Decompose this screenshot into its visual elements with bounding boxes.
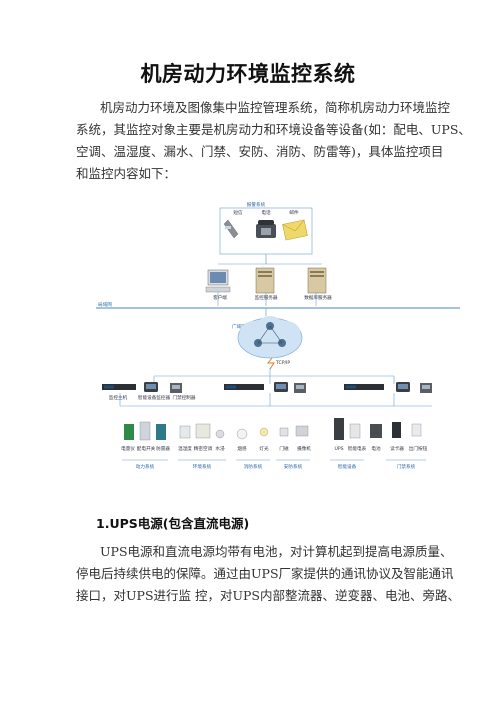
group-label-access: 门禁系统 — [397, 463, 416, 470]
sensor-label: 摄像机 — [297, 445, 311, 452]
lightning-icon — [266, 357, 275, 370]
light-icon — [259, 427, 269, 437]
server-label-database: 数据库服务器 — [304, 294, 332, 301]
intro-line: 机房动力环境及图像集中监控管理系统，简称机房动力环境监控 — [100, 100, 451, 115]
sensor-label: 读卡器 — [390, 445, 404, 452]
sensor-label: 配电开关 — [137, 445, 156, 452]
client-computer-icon — [205, 269, 231, 293]
monitor-host-icon — [102, 384, 136, 390]
sensor-label: 出门按钮 — [409, 445, 428, 452]
ups-line: 停电后持续供电的保障。通过由UPS厂家提供的通讯协议及智能通讯 — [76, 566, 454, 581]
alarm-label-email: 邮件 — [289, 209, 299, 216]
tcp-ip-label: TCP/IP — [275, 360, 290, 366]
monitor-server-icon — [255, 267, 275, 294]
smart-device-monitor-icon — [144, 382, 158, 392]
server-label-client: 客户端 — [213, 294, 227, 301]
sensor-label: 精密空调 — [194, 445, 213, 452]
door-magnet-icon — [279, 427, 289, 437]
group-label-smart: 智能设备 — [338, 463, 357, 470]
group-label-fire: 消防系统 — [244, 463, 263, 470]
camera-icon — [295, 425, 309, 437]
group-label-power: 动力系统 — [136, 463, 155, 470]
wan-label: 广域网 — [232, 323, 246, 330]
lan-label: 局域网 — [98, 301, 112, 308]
distribution-switch-icon — [139, 421, 151, 441]
intro-line: 和监控内容如下： — [76, 166, 177, 181]
middle-monitor-host-icon — [224, 384, 264, 390]
database-server-icon — [307, 267, 327, 294]
group-label-environment: 环境系统 — [193, 463, 212, 470]
battery-icon — [370, 424, 382, 438]
envelope-icon — [282, 219, 308, 241]
ups-icon — [334, 418, 344, 440]
sensor-label: 门磁 — [279, 445, 289, 452]
alarm-system-label: 报警系统 — [247, 201, 266, 208]
system-architecture-diagram: 报警系统 短信 电话 邮件 客户端 监控服务器 数据库服务器 局域网 — [96, 198, 460, 480]
middle-door-controller-icon — [294, 383, 306, 393]
temp-humidity-icon — [179, 425, 191, 439]
exit-button-icon — [411, 423, 422, 437]
smart-meter-icon — [349, 423, 361, 439]
sensor-label: 电量仪 — [121, 445, 135, 452]
ups-line: UPS电源和直流电源均带有电池，对计算机起到提高电源质量、 — [100, 544, 453, 559]
door-controller-icon — [170, 383, 182, 393]
right-smart-device-icon — [396, 382, 410, 392]
section-heading-ups: 1.UPS电源(包含直流电源) — [96, 516, 250, 531]
right-monitor-host-icon — [344, 384, 384, 390]
host-label-door: 门禁控制器 — [173, 394, 196, 401]
sensor-label: 灯光 — [259, 445, 269, 452]
telephone-icon — [256, 220, 276, 238]
group-label-security: 安防系统 — [284, 463, 303, 470]
power-meter-icon — [124, 424, 134, 440]
alarm-label-sms: 短信 — [233, 209, 243, 216]
sensor-label: 水浸 — [215, 445, 225, 452]
sensor-label: 电池 — [371, 445, 381, 452]
precision-ac-icon — [195, 423, 211, 439]
page-title: 机房动力环境监控系统 — [140, 62, 356, 86]
surge-protector-icon — [156, 424, 166, 440]
water-leak-icon — [215, 429, 225, 439]
host-label-smart: 智能设备监控器 — [138, 394, 171, 401]
intro-line: 系统，其监控对象主要是机房动力和环境设备等设备(如：配电、UPS、 — [76, 122, 471, 137]
sensor-label: 智能电表 — [348, 445, 367, 452]
card-reader-icon — [392, 422, 401, 438]
alarm-label-phone: 电话 — [261, 209, 271, 216]
ups-line: 接口，对UPS进行监 控，对UPS内部整流器、逆变器、电池、旁路、 — [76, 588, 460, 603]
host-label-monitor: 监控主机 — [109, 394, 128, 401]
sensor-label: 防雷器 — [156, 445, 170, 452]
mobile-phone-icon — [223, 219, 239, 239]
intro-paragraph: 机房动力环境及图像集中监控管理系统，简称机房动力环境监控 系统，其监控对象主要是… — [76, 97, 471, 185]
intro-line: 空调、温湿度、漏水、门禁、安防、消防、防雷等)，具体监控项目 — [76, 144, 444, 159]
ups-paragraph: UPS电源和直流电源均带有电池，对计算机起到提高电源质量、 停电后持续供电的保障… — [76, 541, 460, 607]
right-door-controller-icon — [420, 383, 432, 393]
sensor-label: 烟感 — [237, 445, 247, 452]
sensor-label: UPS — [334, 446, 343, 452]
sensor-label: 温湿度 — [178, 445, 192, 452]
middle-smart-device-icon — [274, 382, 288, 392]
smoke-detector-icon — [236, 428, 248, 440]
wan-cloud-icon — [237, 316, 303, 359]
